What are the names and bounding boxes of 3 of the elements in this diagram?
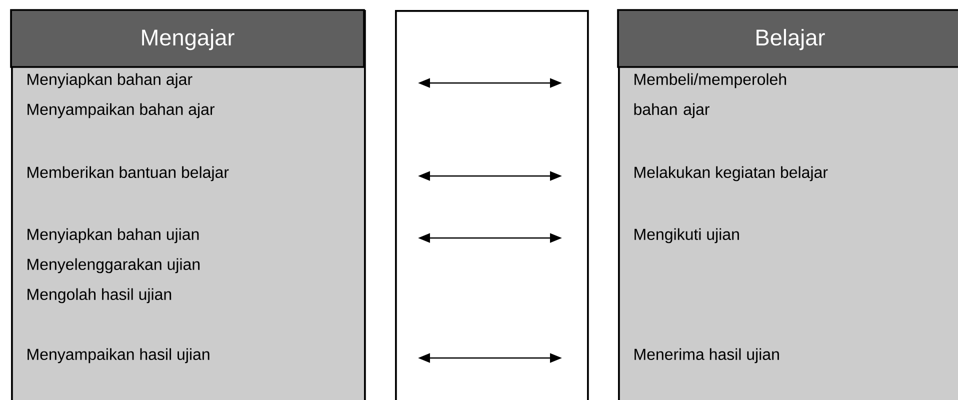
column-panel: Belajar Membeli/memperoleh bahan ajar Melakukan kegiatan belajar Mengikuti ujian Menerima hasil ujian <box>617 9 958 400</box>
column-panel: Mengajar Menyiapkan bahan ajar Menyampaikan bahan ajar Memberikan bantuan belajar Menyiapkan bahan ujian Menyelenggarakan ujian Mengolah hasil ujian Menyampaikan hasil ujian <box>10 9 366 400</box>
empty-box <box>395 10 589 400</box>
